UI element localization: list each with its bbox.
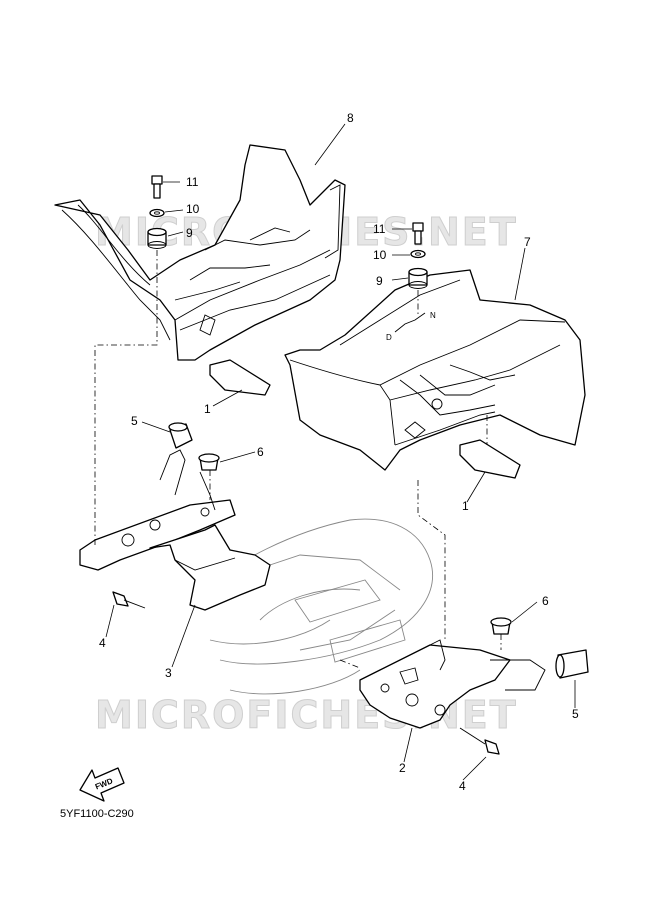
part-1-pads <box>209 359 521 479</box>
callout-9-left: 9 <box>186 226 193 240</box>
callout-11-left: 11 <box>186 175 199 189</box>
callout-10-left: 10 <box>186 202 200 216</box>
part-7-right-footrest <box>284 269 586 471</box>
callout-10-right: 10 <box>373 248 387 262</box>
fwd-arrow-icon: FWD <box>79 767 125 802</box>
part-3-left-bracket <box>79 449 271 611</box>
callout-5-left: 5 <box>131 414 138 428</box>
callout-6-left: 6 <box>257 445 264 459</box>
right-collar-grommet <box>490 617 589 679</box>
direction-mark-d: D <box>386 333 392 342</box>
right-fastener-stack <box>408 222 428 289</box>
callout-3: 3 <box>165 666 172 680</box>
callout-4-left: 4 <box>99 636 106 650</box>
callout-5-right: 5 <box>572 707 579 721</box>
part-8-left-footrest <box>54 144 346 361</box>
part-2-right-bracket <box>359 639 546 729</box>
callout-4-right: 4 <box>459 779 466 793</box>
part-4-bolts <box>112 591 500 755</box>
left-collar-grommet <box>168 422 220 471</box>
callout-1-left: 1 <box>204 402 211 416</box>
callout-6-right: 6 <box>542 594 549 608</box>
callout-7: 7 <box>524 235 531 249</box>
callout-8: 8 <box>347 111 354 125</box>
callout-9-right: 9 <box>376 274 383 288</box>
left-fastener-stack <box>147 175 167 249</box>
assembly-lines <box>94 250 502 669</box>
callout-2: 2 <box>399 761 406 775</box>
leader-lines <box>105 123 576 781</box>
callout-11-right: 11 <box>373 222 386 236</box>
direction-arrow <box>394 312 426 333</box>
direction-mark-n: N <box>430 311 436 320</box>
diagram-code: 5YF1100-C290 <box>60 808 134 820</box>
callout-1-right: 1 <box>462 499 469 513</box>
